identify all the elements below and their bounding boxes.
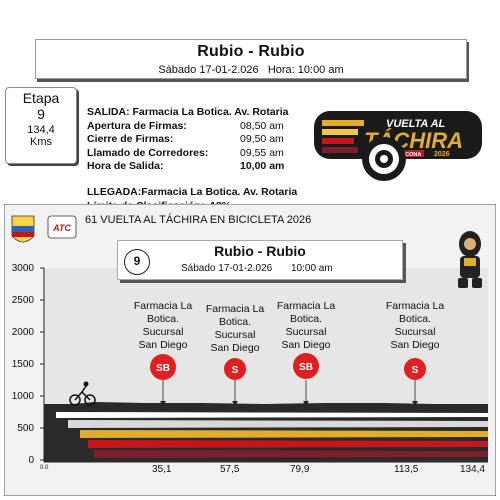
info-label: Apertura de Firmas: <box>87 119 187 132</box>
sprint-badge <box>404 358 426 380</box>
etapa-distance: 134,4 <box>27 124 55 136</box>
y-tick-label: 500 <box>17 423 34 434</box>
info-row: Apertura de Firmas: 08,50 am <box>87 120 297 134</box>
badge-label: S <box>412 365 419 376</box>
sprint-badge <box>150 354 176 380</box>
info-row: Llamado de Corredores: 09,55 am <box>87 147 297 161</box>
profile-stage-box: 9 Rubio - Rubio Sábado 17-01-2.026 10:00… <box>117 240 403 280</box>
vuelta-tachira-logo: VUELTA AL TÁCHIRA ASCONA 2026 <box>314 111 482 181</box>
badge-label: SB <box>156 363 170 374</box>
etapa-box: Etapa 9 134,4 Kms <box>5 87 77 164</box>
x-tick-label: 79,9 <box>290 464 310 475</box>
info-value: 08,50 am <box>240 119 284 132</box>
atc-logo: ATC <box>47 215 77 239</box>
logo-year: 2026 <box>434 151 450 158</box>
y-tick-label: 2500 <box>11 295 34 306</box>
y-tick-label: 2000 <box>11 327 34 338</box>
info-label: Llamado de Corredores: <box>87 146 209 159</box>
etapa-unit: Kms <box>30 136 52 148</box>
y-tick-label: 1000 <box>11 391 34 402</box>
badge-label: SB <box>299 362 313 373</box>
etapa-number: 9 <box>37 106 45 122</box>
sprint-badge <box>293 353 319 379</box>
info-label: Hora de Salida: <box>87 160 164 173</box>
info-value: 09,55 am <box>240 146 284 159</box>
coat-of-arms-icon <box>11 215 35 243</box>
stage-info: SALIDA: Farmacia La Botica. Av. Rotaria … <box>87 106 297 213</box>
y-tick-label: 0 <box>28 455 34 466</box>
x-tick-label: 134,4 <box>460 464 486 475</box>
x-tick-label: 35,1 <box>152 464 172 475</box>
x-tick-label: 0.0 <box>40 465 49 471</box>
profile-stage-time: 10:00 am <box>291 263 333 274</box>
salida-line: SALIDA: Farmacia La Botica. Av. Rotaria <box>87 106 289 118</box>
sprint-badge <box>224 358 246 380</box>
y-tick-label: 1500 <box>11 359 34 370</box>
logo-badge: ASCONA <box>398 152 422 158</box>
profile-stage-name: Rubio - Rubio <box>214 243 306 259</box>
profile-title: 61 VUELTA AL TÁCHIRA EN BICICLETA 2026 <box>85 214 312 226</box>
info-label: Cierre de Firmas: <box>87 133 174 146</box>
stage-number-circle: 9 <box>124 249 150 275</box>
cyclist-icon <box>69 381 96 406</box>
badge-label: S <box>232 365 239 376</box>
y-tick-label: 3000 <box>11 263 34 274</box>
stage-title: Rubio - Rubio <box>197 43 305 60</box>
info-value: 10,00 am <box>240 160 285 173</box>
stage-date-time: Sábado 17-01-2.026 Hora: 10:00 am <box>158 64 344 76</box>
logo-line1: VUELTA AL <box>386 118 446 130</box>
info-value: 09,50 am <box>240 133 284 146</box>
llegada-line: LLEGADA:Farmacia La Botica. Av. Rotaria <box>87 185 298 198</box>
x-tick-label: 113,5 <box>394 464 419 475</box>
atc-text: ATC <box>52 223 71 233</box>
elevation-profile: SB S SB S ATC <box>4 204 496 496</box>
mascot-icon <box>458 231 482 288</box>
x-tick-label: 57,5 <box>220 464 240 475</box>
stage-header: Rubio - Rubio Sábado 17-01-2.026 Hora: 1… <box>35 39 467 79</box>
profile-stage-date: Sábado 17-01-2.026 <box>181 263 273 274</box>
etapa-label: Etapa <box>22 90 60 106</box>
info-row: Hora de Salida: 10,00 am <box>87 160 297 174</box>
info-row: Cierre de Firmas: 09,50 am <box>87 133 297 147</box>
